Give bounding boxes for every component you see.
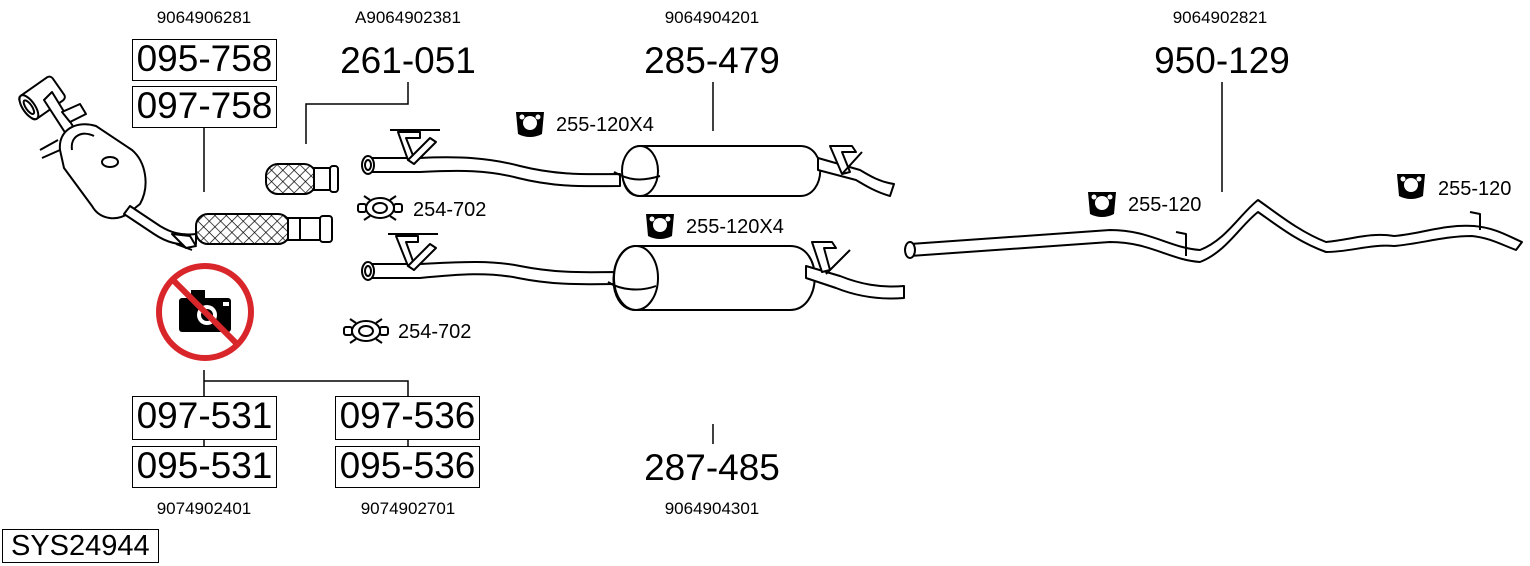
oem-number-cat: 9064906281 [156, 8, 252, 27]
rear-silencer-upper [361, 129, 895, 197]
exhaust-clamp-icon [343, 318, 389, 344]
oem-number-center-right: 9074902701 [360, 499, 456, 518]
part-number-center-left-a[interactable]: 097-531 [132, 396, 277, 440]
part-number-flex[interactable]: 261-051 [340, 40, 476, 81]
oem-number-rear-upper: 9064904201 [664, 8, 760, 27]
flex-pipe [265, 163, 339, 195]
oem-number-tail: 9064902821 [1172, 8, 1268, 27]
oem-number-rear-lower: 9064904301 [664, 499, 760, 518]
part-number-rear-upper[interactable]: 285-479 [644, 40, 780, 81]
catalytic-converter [18, 75, 197, 251]
part-number-rear-lower[interactable]: 287-485 [644, 447, 780, 488]
rubber-mount-icon [516, 112, 544, 137]
part-number-cat-b[interactable]: 097-758 [132, 86, 277, 128]
system-code: SYS24944 [2, 529, 159, 563]
clamp-label-lower[interactable]: 254-702 [398, 321, 472, 343]
part-number-center-left-b[interactable]: 095-531 [132, 446, 277, 488]
part-number-cat-a[interactable]: 095-758 [132, 39, 277, 81]
cat-flex-section [195, 213, 333, 245]
tail-mount-label-1[interactable]: 255-120 [1128, 194, 1202, 216]
oem-number-flex: A9064902381 [355, 8, 461, 27]
rear-silencer-lower [361, 233, 905, 311]
mount-label-lower[interactable]: 255-120X4 [686, 216, 784, 238]
rubber-mount-icon [1088, 192, 1116, 217]
part-number-center-right-a[interactable]: 097-536 [335, 396, 480, 440]
clamp-label-upper[interactable]: 254-702 [413, 199, 487, 221]
exhaust-clamp-icon [357, 195, 403, 221]
part-number-center-right-b[interactable]: 095-536 [335, 446, 480, 488]
oem-number-center-left: 9074902401 [156, 499, 252, 518]
tail-pipe [904, 199, 1523, 263]
leader-lines [203, 82, 1223, 446]
part-number-tail[interactable]: 950-129 [1154, 40, 1290, 81]
mount-label-upper[interactable]: 255-120X4 [556, 114, 654, 136]
no-photo-icon [156, 263, 254, 361]
tail-mount-label-2[interactable]: 255-120 [1438, 178, 1512, 200]
rubber-mount-icon [646, 214, 674, 239]
rubber-mount-icon [1397, 174, 1425, 199]
